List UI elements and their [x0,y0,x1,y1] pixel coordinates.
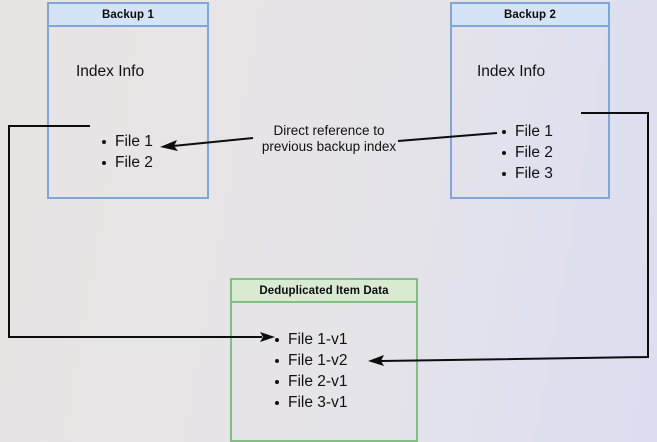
backup-2-body: Index Info File 1 File 2 File 3 [452,25,608,197]
list-item: File 3 [501,163,553,184]
list-item: File 1-v1 [274,329,347,350]
deduplicated-item-data-body: File 1-v1 File 1-v2 File 2-v1 File 3-v1 [232,301,416,440]
backup-2-header-label: Backup 2 [504,8,556,21]
dedup-file-list: File 1-v1 File 1-v2 File 2-v1 File 3-v1 [274,329,347,413]
backup-2-header: Backup 2 [452,4,608,27]
deduplicated-item-data-box: Deduplicated Item Data File 1-v1 File 1-… [230,278,418,442]
backup-1-header-label: Backup 1 [102,8,154,21]
direct-reference-caption: Direct reference to previous backup inde… [261,123,397,154]
list-item: File 2-v1 [274,371,347,392]
backup-1-body: Index Info File 1 File 2 [49,25,207,197]
list-item: File 2 [101,152,153,173]
backup-2-file-list: File 1 File 2 File 3 [501,121,553,184]
backup-2-box: Backup 2 Index Info File 1 File 2 File 3 [450,2,610,199]
backup-1-box: Backup 1 Index Info File 1 File 2 [47,2,209,199]
list-item: File 1-v2 [274,350,347,371]
list-item: File 3-v1 [274,392,347,413]
backup-2-index-info-label: Index Info [477,63,546,80]
list-item: File 2 [501,142,553,163]
list-item: File 1 [101,131,153,152]
list-item: File 1 [501,121,553,142]
backup-1-index-info-label: Index Info [76,63,145,80]
deduplicated-item-data-header-label: Deduplicated Item Data [259,284,389,297]
backup-1-header: Backup 1 [49,4,207,27]
deduplicated-item-data-header: Deduplicated Item Data [232,280,416,303]
backup-1-file-list: File 1 File 2 [101,131,153,173]
